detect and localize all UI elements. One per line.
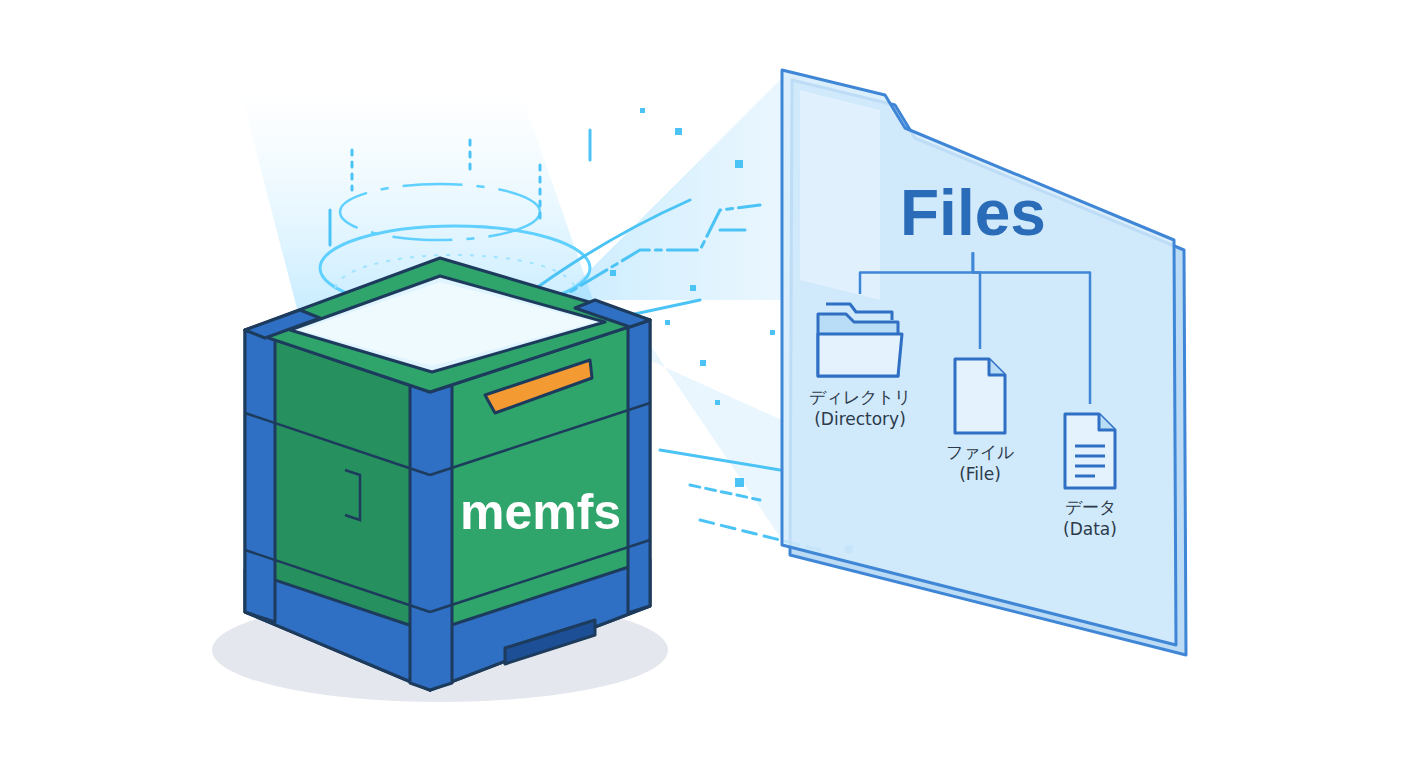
item-label: データ (Data) <box>1045 496 1135 540</box>
folder-icon <box>812 300 908 382</box>
file-item: ファイル (File) <box>935 355 1025 485</box>
data-item: データ (Data) <box>1045 410 1135 540</box>
item-label: ディレクトリ (Directory) <box>801 386 919 430</box>
directory-item: ディレクトリ (Directory) <box>795 300 925 430</box>
data-document-icon <box>1059 410 1121 492</box>
item-label: ファイル (File) <box>935 441 1025 485</box>
storage-box: memfs <box>210 245 670 715</box>
file-panel: Files ディレクトリ (Directory) ファイル (File) データ (D… <box>775 60 1190 660</box>
holo-ring <box>340 184 540 240</box>
file-icon <box>949 355 1011 437</box>
panel-title: Files <box>900 178 1046 248</box>
storage-box-illustration <box>210 245 670 715</box>
tree-connector <box>860 252 973 294</box>
box-label: memfs <box>460 485 621 540</box>
